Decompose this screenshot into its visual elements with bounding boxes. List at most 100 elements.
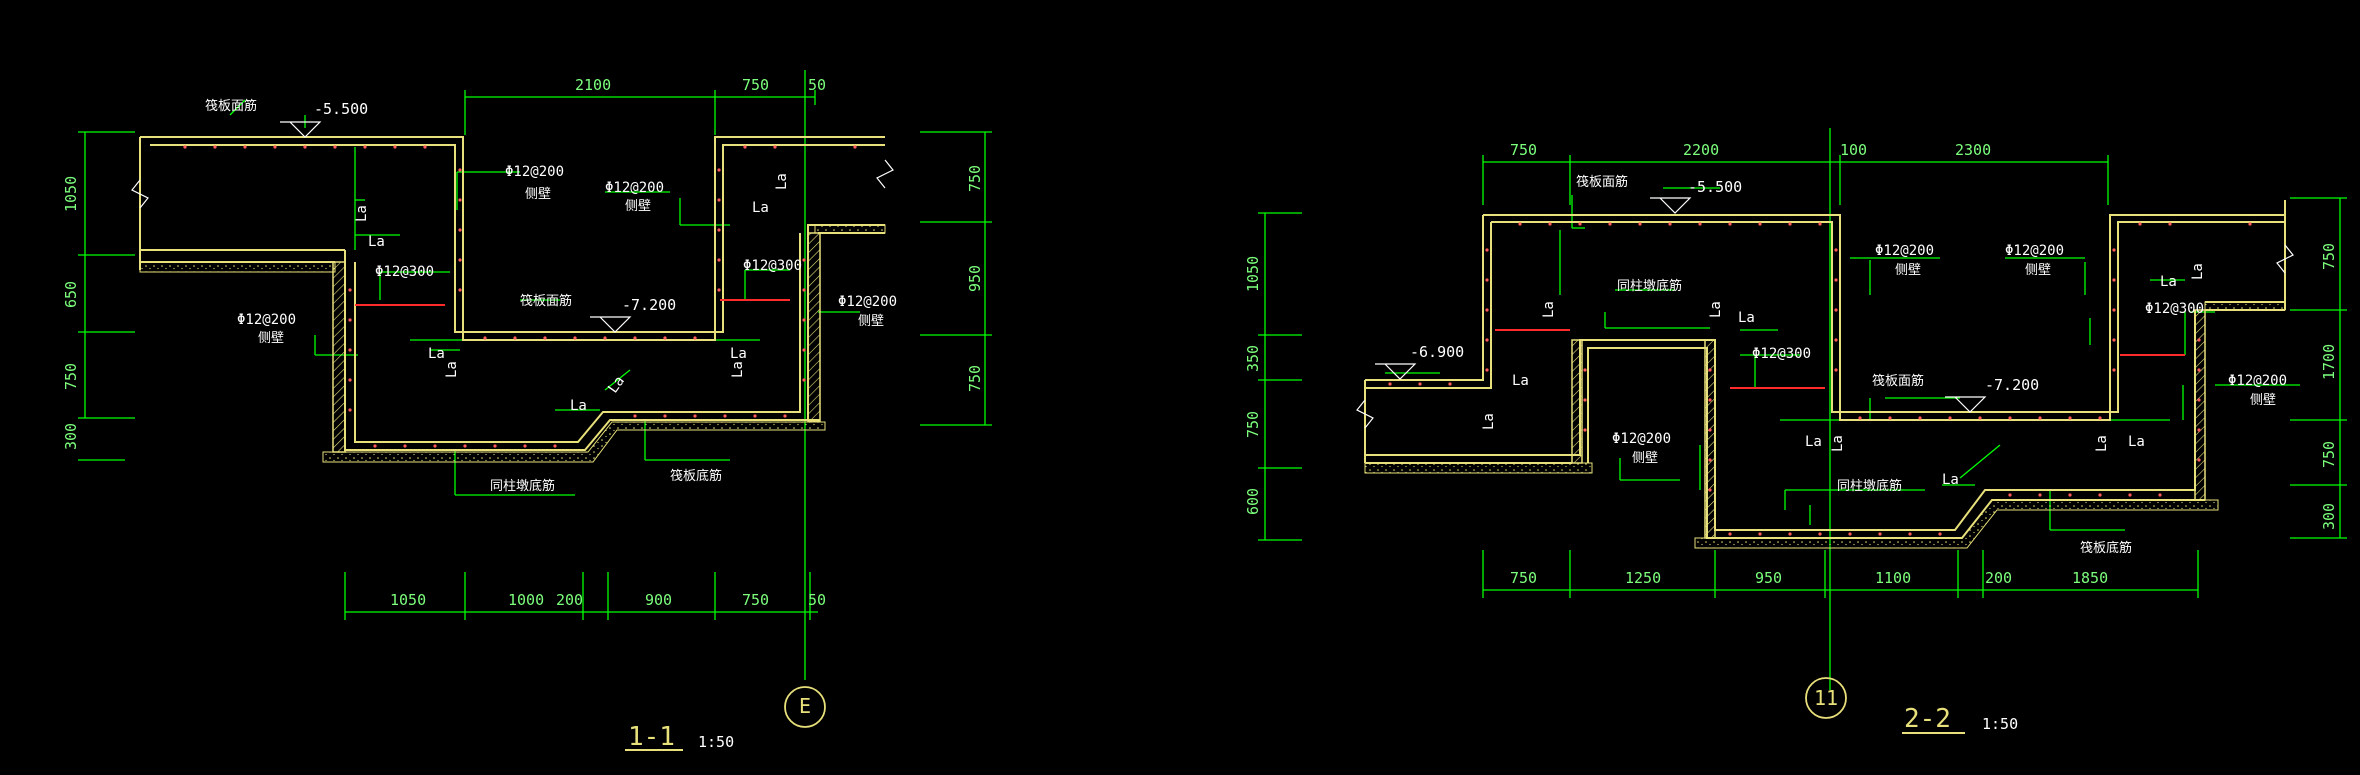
section1-bottom-b: 筏板底筋 <box>670 468 722 484</box>
section2-top-dim-0: 750 <box>1510 141 1537 159</box>
section2-bottom-dim-5: 1850 <box>2072 569 2108 587</box>
section2-la-8: La <box>2128 434 2145 450</box>
section1-bottom-bedding <box>322 421 826 463</box>
section1-la-4: La <box>444 361 460 378</box>
section1-title: 1-1 <box>628 722 675 752</box>
section1-left-bedding <box>139 261 336 273</box>
section2-rebar-dots <box>1388 222 2252 536</box>
section2-top-dim-1: 2200 <box>1683 141 1719 159</box>
section1-break-marks <box>131 159 894 209</box>
section2-right-dim-3: 300 <box>2320 503 2338 530</box>
section1-la-8: La <box>774 173 790 190</box>
section2-bottom-dim-0: 750 <box>1510 569 1537 587</box>
section2-break-marks <box>1356 244 2294 429</box>
section1-la-6: La <box>730 361 746 378</box>
section2-left-dim-3: 600 <box>1244 488 1262 515</box>
section2-bottom-dim-2: 950 <box>1755 569 1782 587</box>
section2-right-bedding <box>2204 301 2286 311</box>
section1-la-10: La <box>605 373 628 396</box>
section2-top-dim-2: 100 <box>1840 141 1867 159</box>
section2-bottom-dim-3: 1100 <box>1875 569 1911 587</box>
section1-left-dim-3: 300 <box>62 423 80 450</box>
section1-bottom-dim-3: 900 <box>645 591 672 609</box>
section2-right-wall-hatch <box>2194 309 2206 501</box>
section1-la-7: La <box>752 200 769 216</box>
section1-bottom-dim-4: 750 <box>742 591 769 609</box>
section2-wall-outline <box>1364 200 2286 539</box>
section1-top-dim-2: 50 <box>808 76 826 94</box>
section2-la-11: La <box>2190 263 2206 280</box>
section1-top-dim-1: 750 <box>742 76 769 94</box>
section1-rebar-f-sub: 侧壁 <box>858 314 884 329</box>
section1-left-dim-2: 750 <box>62 363 80 390</box>
section2-rebar-c: Φ12@300 <box>1752 346 1811 362</box>
section2-bottom-bedding <box>1694 499 2219 549</box>
section2-la-9: La <box>2094 435 2110 452</box>
section1-rebar-dots <box>183 145 857 448</box>
section1-la-3: La <box>428 346 445 362</box>
section2-left-dim-0: 1050 <box>1244 256 1262 292</box>
section-1-1: 2100 750 50 1050 1000 200 900 750 50 105… <box>62 70 992 752</box>
section1-bottom-dim-0: 1050 <box>390 591 426 609</box>
section1-dimension-lines <box>78 70 992 680</box>
section1-la-9: La <box>570 398 587 414</box>
section2-scale: 1:50 <box>1982 715 2018 733</box>
section1-right-dim-1: 950 <box>966 265 984 292</box>
section2-elev-top: -5.500 <box>1688 178 1742 196</box>
section1-accent-bars <box>355 299 790 306</box>
section1-la-5: La <box>730 346 747 362</box>
section2-floor-top-b: 筏板面筋 <box>1872 373 1924 389</box>
section1-bottom-dim-1: 1000 <box>508 591 544 609</box>
section1-rebar-e-sub: 侧壁 <box>258 331 284 346</box>
section1-la-2: La <box>368 234 385 250</box>
section1-rebar-b: Φ12@200 <box>605 180 664 196</box>
section2-dimension-lines <box>1258 128 2347 690</box>
section2-la-7: La <box>1830 435 1846 452</box>
section2-la-12: La <box>1942 472 1959 488</box>
section2-axis-label: 11 <box>1814 686 1838 710</box>
section2-bottom-dim-4: 200 <box>1985 569 2012 587</box>
section1-right-dim-2: 750 <box>966 365 984 392</box>
section1-rebar-c: Φ12@300 <box>375 264 434 280</box>
section1-rebar-a-sub: 侧壁 <box>525 187 551 202</box>
section1-rebar-f: Φ12@200 <box>838 294 897 310</box>
section2-la-10: La <box>2160 274 2177 290</box>
section2-la-3: La <box>1481 413 1497 430</box>
section1-elev-top: -5.500 <box>314 100 368 118</box>
section2-bottom-c: 筏板底筋 <box>2080 540 2132 556</box>
section2-rebar-f: Φ12@200 <box>2228 373 2287 389</box>
section1-rebar-b-sub: 侧壁 <box>625 199 651 214</box>
section2-elev-markers <box>1375 197 1987 413</box>
section2-rebar-b: Φ12@200 <box>2005 243 2064 259</box>
section2-rebar-a: Φ12@200 <box>1875 243 1934 259</box>
section1-floor-top-b: 筏板面筋 <box>520 293 572 309</box>
section2-left-wall-hatch <box>1571 339 1583 464</box>
section1-elev-pit: -7.200 <box>622 296 676 314</box>
section2-right-dim-1: 1700 <box>2320 344 2338 380</box>
section1-labels: 2100 750 50 1050 1000 200 900 750 50 105… <box>62 76 984 752</box>
section2-left-dim-1: 350 <box>1244 345 1262 372</box>
section1-bottom-dim-5: 50 <box>808 591 826 609</box>
section1-left-dim-1: 650 <box>62 281 80 308</box>
section-2-2: 750 2200 100 2300 750 1250 950 1100 200 … <box>1244 128 2347 734</box>
section2-rebar-b-sub: 侧壁 <box>2025 263 2051 278</box>
section2-rebar-e-sub: 侧壁 <box>1632 451 1658 466</box>
section2-elev-pit: -7.200 <box>1985 376 2039 394</box>
section1-rebar-e: Φ12@200 <box>237 312 296 328</box>
section2-axis-bubble <box>1805 677 1847 719</box>
section2-bottom-dim-1: 1250 <box>1625 569 1661 587</box>
section1-bottom-a: 同柱墩底筋 <box>490 478 555 494</box>
section1-elev-markers <box>280 121 632 333</box>
section1-bottom-dim-2: 200 <box>556 591 583 609</box>
section1-floor-top-a: 筏板面筋 <box>205 98 257 114</box>
section2-title: 2-2 <box>1904 704 1951 734</box>
section2-rebar-f-sub: 侧壁 <box>2250 393 2276 408</box>
section2-left-bedding <box>1364 462 1593 474</box>
section1-axis-bubble <box>784 686 826 728</box>
section1-rebar-d: Φ12@300 <box>743 258 802 274</box>
section1-rebar-a: Φ12@200 <box>505 164 564 180</box>
section2-labels: 750 2200 100 2300 750 1250 950 1100 200 … <box>1244 141 2338 734</box>
section2-right-dim-0: 750 <box>2320 243 2338 270</box>
section2-la-4: La <box>1708 301 1724 318</box>
